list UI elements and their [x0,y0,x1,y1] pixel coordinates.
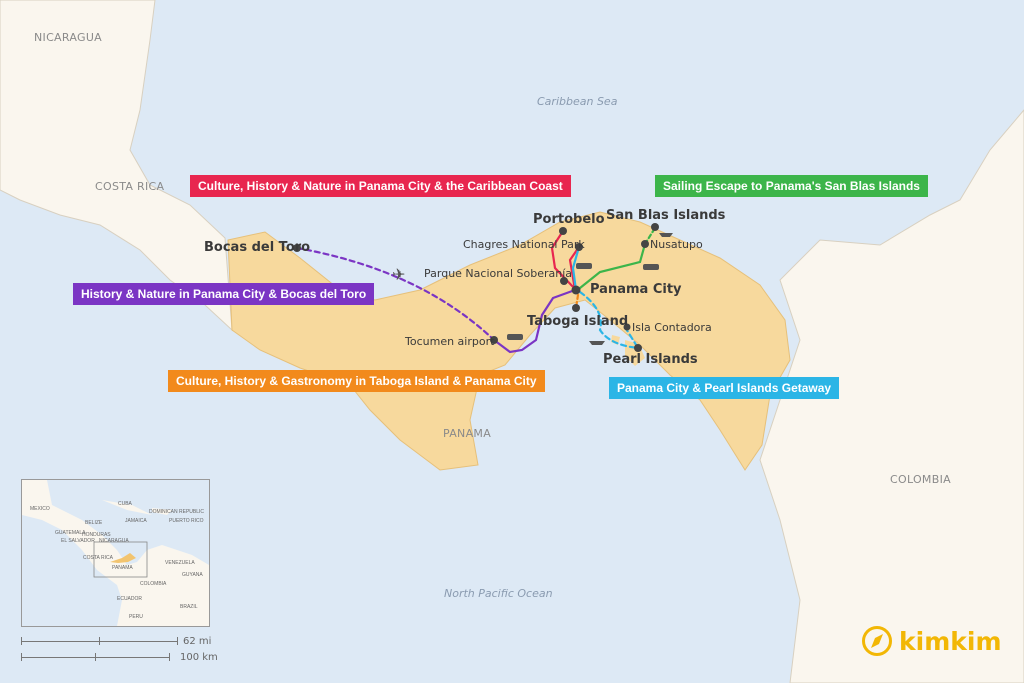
inset-label: PUERTO RICO [169,518,204,524]
inset-label: JAMAICA [125,518,147,524]
colombia-land [759,109,1024,683]
route-label-san-blas[interactable]: Sailing Escape to Panama's San Blas Isla… [655,175,928,197]
marker-chagres[interactable] [575,243,583,251]
place-portobelo: Portobelo [533,212,605,227]
inset-label: MEXICO [30,506,50,512]
inset-label: VENEZUELA [165,560,195,566]
marker-portobelo[interactable] [559,227,567,235]
place-nusatupo: Nusatupo [650,238,703,251]
inset-label: CUBA [118,501,132,507]
route-line-red-2 [568,245,581,292]
marker-panama-city[interactable] [571,285,581,295]
marker-tocumen[interactable] [490,336,498,344]
scale-label-km: 100 km [180,652,218,663]
kimkim-logo: kimkim [861,625,1002,657]
scale-bar-miles [21,637,178,645]
country-label-nicaragua: NICARAGUA [34,31,103,44]
route-line-green [578,242,647,290]
route-line-cyan [571,245,581,292]
inset-label: EL SALVADOR [61,538,95,544]
inset-label: NICARAGUA [99,538,129,544]
inset-label: BRAZIL [180,604,198,610]
place-taboga: Taboga Island [527,314,629,329]
marker-bocas[interactable] [293,244,301,252]
scale-bar-km [21,653,170,661]
place-bocas: Bocas del Toro [204,240,311,255]
boat-icon [659,233,673,237]
central-america-land [0,0,233,332]
inset-label: ECUADOR [117,596,143,602]
pearl-islands [611,335,645,366]
inset-label: GUATEMALA [55,530,86,536]
route-line-purple [492,288,577,354]
marker-soberania[interactable] [560,277,568,285]
route-label-caribbean-coast[interactable]: Culture, History & Nature in Panama City… [190,175,571,197]
place-tocumen: Tocumen airport [405,335,495,348]
inset-label: GUYANA [182,572,203,578]
country-label-panama: PANAMA [443,427,492,440]
inset-label: COLOMBIA [140,581,167,587]
inset-label: HONDURAS [82,532,111,538]
country-label-costa-rica: COSTA RICA [95,180,165,193]
locator-inset-map: MEXICO CUBA BELIZE JAMAICA DOMINICAN REP… [21,479,210,627]
marker-san-blas[interactable] [651,223,659,231]
car-icon [643,264,659,270]
place-contadora: Isla Contadora [632,321,712,334]
car-icon [576,263,592,269]
car-icon [507,334,523,340]
transport-icons [507,233,673,345]
place-san-blas: San Blas Islands [606,208,726,223]
marker-pearl[interactable] [634,344,642,352]
country-label-colombia: COLOMBIA [890,473,951,486]
place-soberania: Parque Nacional Soberanía [424,267,572,280]
route-label-bocas[interactable]: History & Nature in Panama City & Bocas … [73,283,375,305]
place-panama-city: Panama City [590,282,682,297]
panama-land [227,211,791,471]
marker-nusatupo[interactable] [641,240,649,248]
plane-icon: ✈ [392,265,405,284]
place-pearl: Pearl Islands [603,352,698,367]
route-label-taboga[interactable]: Culture, History & Gastronomy in Taboga … [168,370,545,392]
boat-icon [589,341,605,345]
marker-contadora[interactable] [623,323,631,331]
compass-icon [862,626,892,656]
inset-land [22,480,209,626]
route-label-pearl[interactable]: Panama City & Pearl Islands Getaway [609,377,840,399]
route-line-purple-dash [295,246,496,342]
brand-name: kimkim [899,626,1002,656]
inset-label: DOMINICAN REPUBLIC [149,509,205,515]
inset-label: BELIZE [85,520,103,526]
scale-label-miles: 62 mi [183,636,212,647]
place-chagres: Chagres National Park [463,238,585,251]
sea-label-pacific: North Pacific Ocean [444,587,553,600]
sea-label-caribbean: Caribbean Sea [537,95,618,108]
inset-label: PANAMA [112,565,133,571]
marker-taboga[interactable] [572,304,580,312]
route-line-cyan-dash [578,290,640,350]
inset-label: COSTA RICA [83,555,113,561]
inset-label: PERU [129,614,143,620]
